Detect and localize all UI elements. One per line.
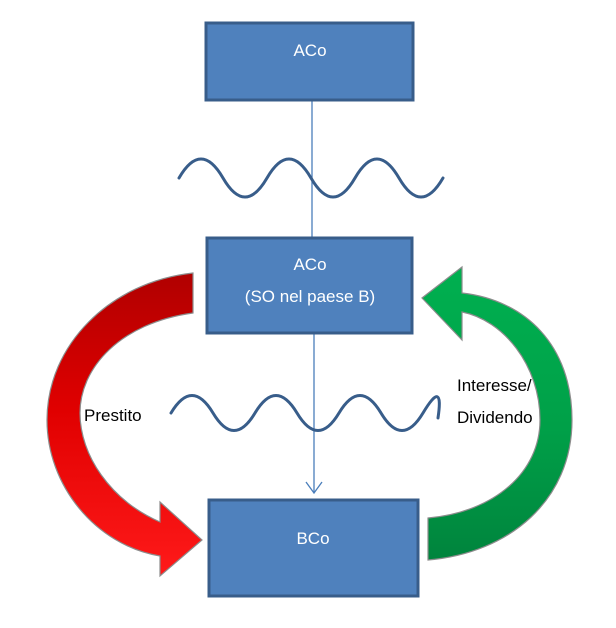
node-top-box [204,21,415,102]
node-middle-label-line1: ACo [293,255,326,274]
node-middle-label-line2: (SO nel paese B) [245,287,375,306]
wave-icon [169,394,441,432]
loan-curved-arrow [46,272,203,578]
connector-arrowhead [305,481,323,495]
node-top-label: ACo [293,41,326,60]
return-arrow-label-line1: Interesse/ [457,376,532,395]
loan-arrow-label: Prestito [84,406,142,425]
node-bottom-label: BCo [296,529,329,548]
wave-icon [177,157,445,199]
return-arrow-label-line2: Dividendo [457,408,533,427]
node-middle-box [205,236,414,335]
return-curved-arrow [421,265,573,561]
node-bottom-box [207,498,420,598]
